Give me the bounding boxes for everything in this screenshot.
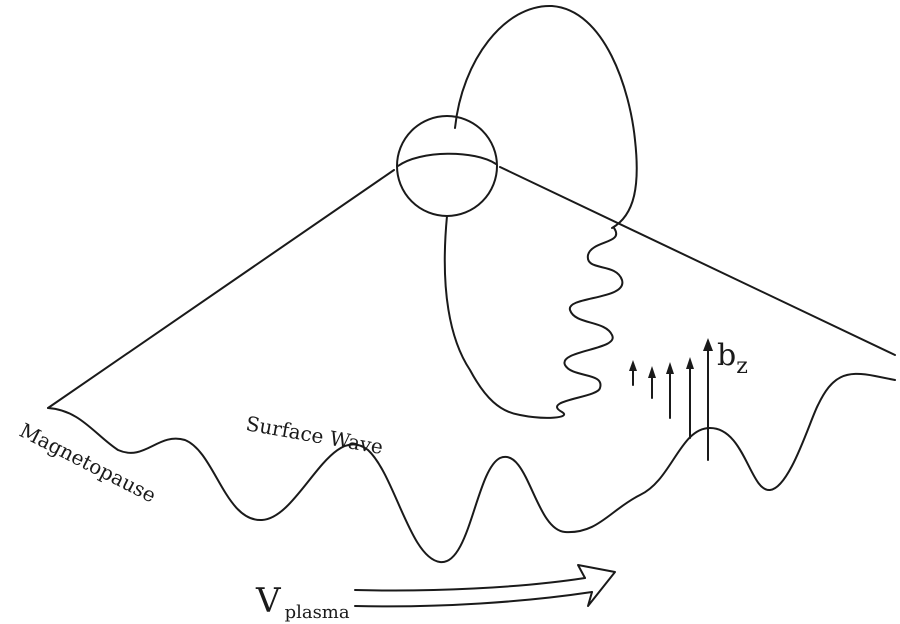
bz-arrow-1 [629,360,637,386]
field-line-outer-loop [454,4,638,229]
bz-label-sub: z [736,354,748,379]
bz-arrow-3 [666,362,674,419]
bz-arrows [629,338,713,461]
bz-arrow-2 [648,366,656,399]
field-line-oscillating [443,215,624,419]
magnetopause-left-edge [47,169,395,409]
bz-label: bz [717,338,748,379]
v-plasma-sub: plasma [285,602,350,623]
v-plasma-main: V [255,581,282,621]
magnetopause-label: Magnetopause [16,418,160,507]
surface-wave-line [47,372,896,564]
earth-globe [396,115,498,217]
magnetopause-right-edge [499,166,896,356]
bz-arrow-4 [686,357,694,439]
bz-label-main: b [717,338,736,373]
plasma-flow-arrow [354,564,616,608]
earth-equator [397,152,497,167]
bz-arrow-5 [703,338,713,461]
surface-wave-label: Surface Wave [244,411,385,459]
